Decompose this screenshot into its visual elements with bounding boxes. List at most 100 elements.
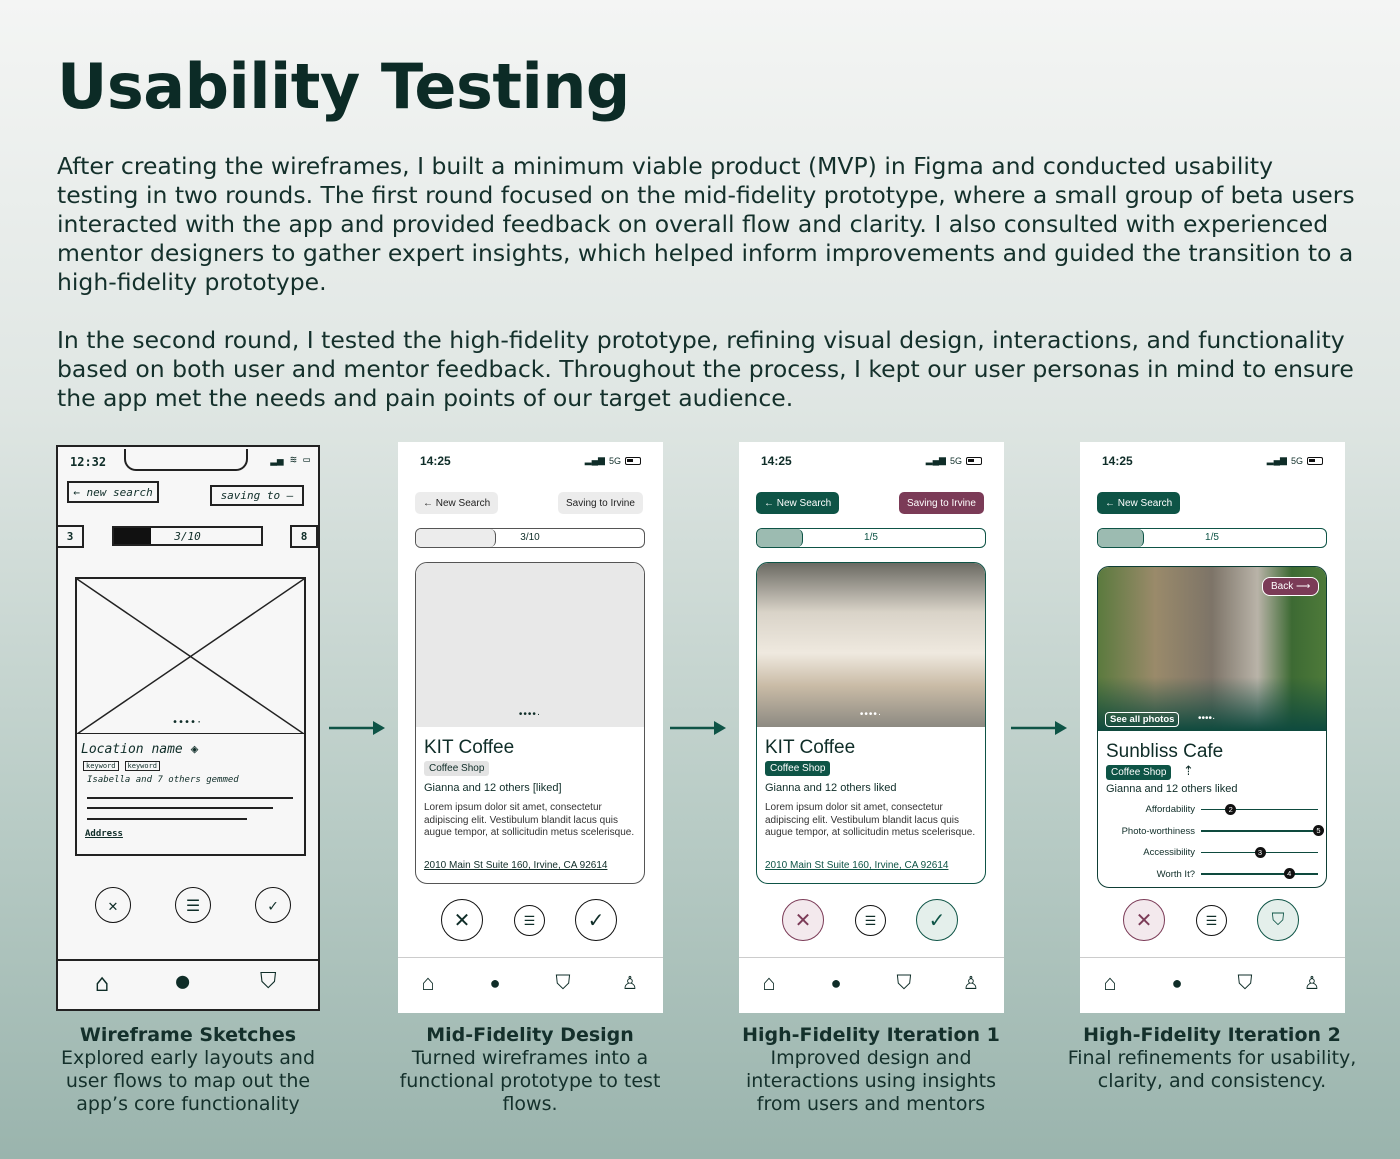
nav-divider [398, 957, 663, 958]
bookmark-icon[interactable]: ⛉ [260, 969, 277, 994]
filter-button[interactable]: ☰ [855, 905, 886, 936]
filter-button[interactable]: ☰ [1196, 905, 1227, 936]
signal-icon: ▂▄▆ [1266, 455, 1287, 465]
accept-button[interactable]: ✓ [575, 899, 617, 941]
wf-accept-button[interactable]: ✓ [255, 887, 291, 923]
photo-placeholder [416, 563, 644, 727]
wf-progress-bar: 3/10 [112, 526, 263, 546]
address-link[interactable]: 2010 Main St Suite 160, Irvine, CA 92614 [765, 860, 949, 871]
rating-slider[interactable]: 4 [1201, 868, 1318, 880]
wf-status-icons: ▂▄ ≋ ▭ [270, 453, 310, 466]
wf-location-name: Location name ◈ [81, 742, 198, 757]
photo-dots[interactable]: ••••· [518, 709, 542, 720]
rating-knob[interactable]: 2 [1225, 803, 1237, 815]
signal-icon: ▂▄▆ [584, 455, 605, 465]
rating-slider[interactable]: 5 [1201, 825, 1324, 837]
progress-fill [1098, 529, 1144, 547]
share-icon[interactable]: ⇡ [1183, 763, 1194, 778]
profile-icon[interactable]: ♙ [621, 972, 639, 993]
back-button[interactable]: Back ⟶ [1262, 577, 1320, 596]
reject-button[interactable]: ✕ [1123, 899, 1165, 941]
rating-slider[interactable]: 2 [1201, 803, 1318, 815]
rating-label: Accessibility [1143, 847, 1195, 858]
bookmark-icon[interactable]: ⛉ [896, 971, 912, 994]
wf-location-label: Location name [81, 742, 183, 757]
home-icon[interactable]: ⌂ [1103, 970, 1117, 995]
battery-icon [966, 456, 982, 465]
status-time: 14:25 [420, 454, 451, 468]
search-icon[interactable]: ● [830, 972, 842, 993]
new-search-button[interactable]: ← New Search [1097, 492, 1181, 514]
filter-button[interactable]: ☰ [514, 905, 545, 936]
search-icon[interactable]: ● [176, 969, 190, 994]
rating-slider[interactable]: 3 [1201, 846, 1318, 858]
caption-text: Explored early layouts and user flows to… [60, 1047, 316, 1115]
rating-label: Worth It? [1156, 868, 1195, 880]
accept-button[interactable]: ✓ [916, 899, 958, 941]
bookmark-icon[interactable]: ⛉ [1237, 971, 1253, 994]
rating-knob[interactable]: 5 [1313, 825, 1324, 837]
progress-fill [757, 529, 803, 547]
place-name: KIT Coffee [424, 737, 515, 758]
profile-icon[interactable]: ♙ [962, 972, 980, 993]
network-label: 5G [1290, 455, 1303, 466]
reject-button[interactable]: ✕ [782, 899, 824, 941]
rating-label: Affordability [1145, 804, 1195, 815]
caption-title: Wireframe Sketches [79, 1024, 297, 1046]
home-icon[interactable]: ⌂ [95, 969, 110, 997]
signal-icon: ▂▄▆ [925, 455, 946, 465]
place-card[interactable]: ••••· KIT Coffee Coffee Shop Gianna and … [756, 562, 986, 884]
home-icon[interactable]: ⌂ [421, 970, 435, 995]
wf-nav-divider [58, 959, 318, 961]
caption-title: Mid-Fidelity Design [426, 1024, 634, 1046]
place-card[interactable]: Back ⟶ See all photos ••••· Sunbliss Caf… [1097, 566, 1327, 888]
second-paragraph: In the second round, I tested the high-f… [57, 326, 1354, 412]
new-search-button[interactable]: ← New Search [756, 492, 840, 514]
rating-knob[interactable]: 4 [1283, 868, 1295, 880]
page-title: Usability Testing [57, 50, 630, 123]
address-link[interactable]: 2010 Main St Suite 160, Irvine, CA 92614 [424, 860, 608, 871]
liked-text: Gianna and 12 others liked [765, 782, 897, 794]
battery-icon [1307, 456, 1323, 465]
see-all-photos-button[interactable]: See all photos [1105, 712, 1180, 727]
saving-button[interactable]: Saving to Irvine [558, 492, 643, 514]
bookmark-icon[interactable]: ⛉ [555, 971, 571, 994]
category-tag: Coffee Shop [765, 761, 831, 776]
new-search-button[interactable]: ← New Search [415, 492, 499, 514]
wf-saving-button[interactable]: saving to — [210, 485, 304, 506]
reject-button[interactable]: ✕ [441, 899, 483, 941]
search-icon[interactable]: ● [1171, 972, 1183, 993]
wf-right-count: 8 [290, 525, 318, 548]
status-bar: ▂▄▆5G [1267, 455, 1323, 466]
progress-bar: 1/5 [1097, 528, 1327, 548]
wf-progress-fill [114, 528, 151, 544]
wf-progress-label: 3/10 [174, 529, 201, 543]
search-icon[interactable]: ● [489, 972, 501, 993]
profile-icon[interactable]: ♙ [1303, 972, 1321, 993]
description: Lorem ipsum dolor sit amet, consectetur … [424, 802, 635, 838]
save-bookmark-button[interactable]: ⛉ [1257, 899, 1299, 941]
photo-dots[interactable]: ••••· [1198, 713, 1216, 724]
wf-dots: ••••· [172, 717, 203, 728]
caption-text: Improved design and interactions using i… [745, 1047, 996, 1115]
wf-left-count: 3 [58, 525, 84, 548]
rating-knob[interactable]: 3 [1254, 846, 1266, 858]
hf2-phone: 14:25 ▂▄▆5G ← New Search 1/5 Back ⟶ See … [1080, 442, 1345, 1013]
progress-bar: 3/10 [415, 528, 645, 548]
status-time: 14:25 [761, 454, 792, 468]
wf-reject-button[interactable]: ✕ [95, 887, 131, 923]
wf-line [87, 807, 273, 809]
wf-gemmed-text: Isabella and 7 others gemmed [87, 775, 239, 785]
saving-button[interactable]: Saving to Irvine [899, 492, 984, 514]
wf-new-search-button[interactable]: ← new search [67, 481, 159, 503]
status-bar: ▂▄▆5G [926, 455, 982, 466]
place-card[interactable]: ••••· KIT Coffee Coffee Shop Gianna and … [415, 562, 645, 884]
progress-label: 3/10 [520, 532, 540, 543]
nav-divider [1080, 957, 1345, 958]
wf-filter-button[interactable]: ☰ [175, 887, 211, 923]
photo-dots[interactable]: ••••· [859, 709, 883, 720]
home-icon[interactable]: ⌂ [762, 970, 776, 995]
wf-line [87, 797, 293, 799]
progress-label: 1/5 [864, 532, 878, 543]
